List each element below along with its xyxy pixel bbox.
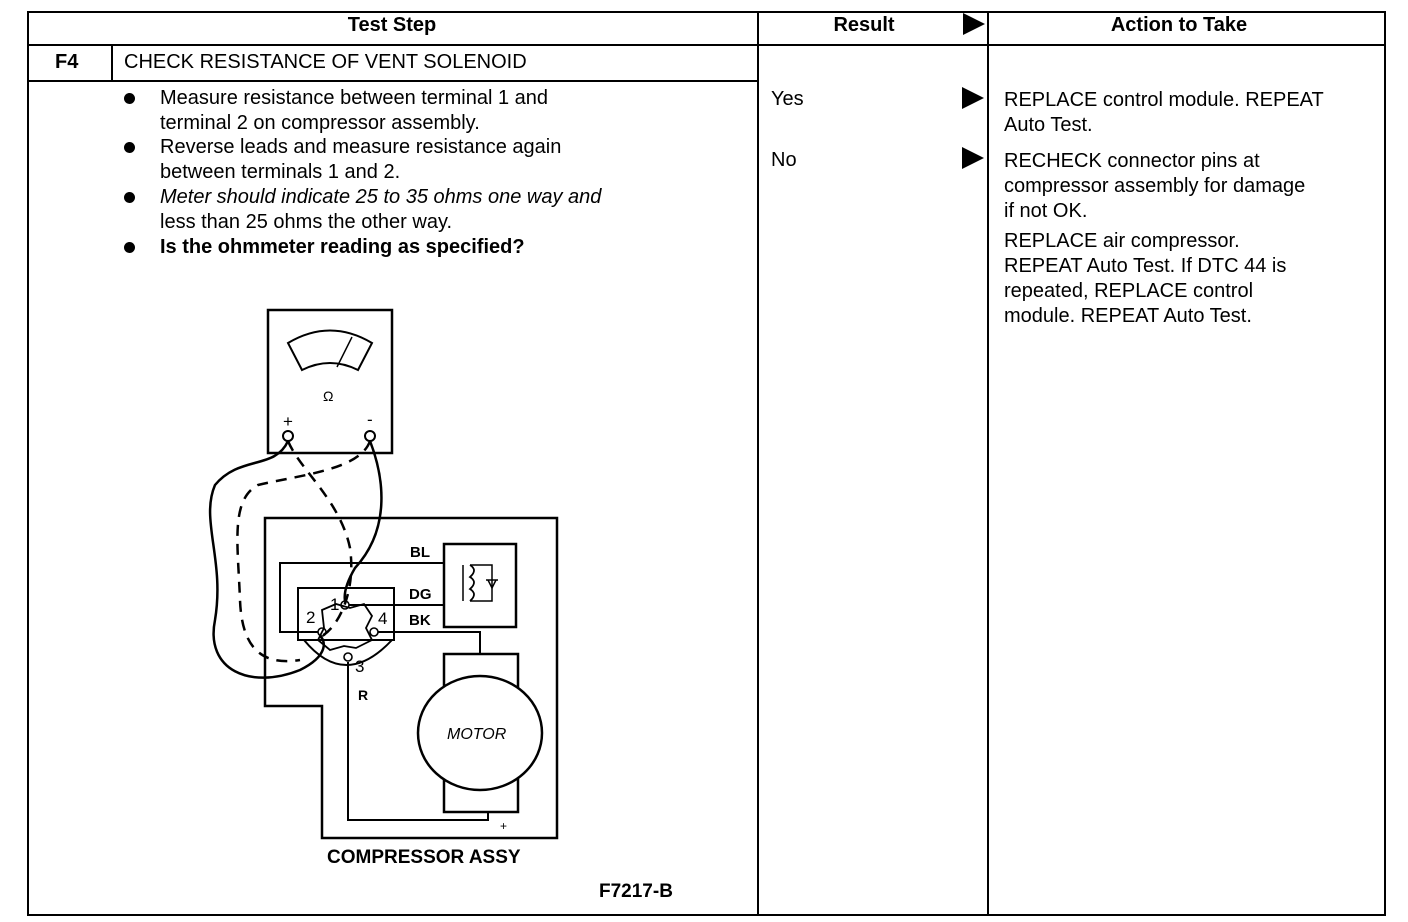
bullet-2-line-1: Reverse leads and measure resistance aga… [160,136,562,158]
divider-step-id [111,46,113,81]
diagram-caption: COMPRESSOR ASSY [327,847,521,868]
pin-4-label: 4 [378,609,387,628]
vent-solenoid [442,542,518,629]
action-no-1-line-2: compressor assembly for damage [1004,175,1306,197]
arrow-icon [963,13,985,35]
step-title: CHECK RESISTANCE OF VENT SOLENOID [124,51,527,73]
divider-result-action [987,11,989,916]
title-rule [27,80,758,82]
bullet-icon [124,93,135,104]
reversed-lead-minus [236,440,372,663]
procedure-table [27,11,1386,916]
motor-label: MOTOR [447,726,507,743]
compressor-housing [263,516,559,840]
action-yes-line-2: Auto Test. [1004,114,1093,136]
arrow-icon [962,147,984,169]
bullet-icon [124,142,135,153]
header-test-step: Test Step [347,14,437,36]
pin-3-label: 3 [355,657,364,676]
header-rule [27,44,1386,46]
arrow-icon [962,87,984,109]
meter-minus-terminal [364,430,376,442]
plus-label: + [283,412,293,431]
action-no-2-line-2: REPEAT Auto Test. If DTC 44 is [1004,255,1287,277]
bullet-2-line-2: between terminals 1 and 2. [160,161,401,183]
divider-step-result [757,11,759,916]
result-yes: Yes [771,88,804,110]
result-no: No [771,149,797,171]
test-lead-plus [208,440,326,679]
meter-symbol: Ω [323,388,333,404]
bullet-3-line-2: less than 25 ohms the other way. [160,211,453,233]
reversed-lead-plus [286,440,353,638]
header-action: Action to Take [1110,14,1248,36]
wiring-diagram: Ω + - BL DG BK R 1 2 3 4 MOTOR + [208,308,559,840]
motor-plus-label: + [500,819,507,833]
test-lead-minus [343,440,383,602]
pin-2-label: 2 [306,608,315,627]
minus-label: - [367,410,373,429]
motor [416,674,544,792]
action-no-1-line-1: RECHECK connector pins at [1004,150,1260,172]
ohmmeter [266,308,394,455]
pin-1-label: 1 [330,595,339,614]
action-no-2-line-4: module. REPEAT Auto Test. [1004,305,1252,327]
action-no-2-line-1: REPLACE air compressor. [1004,230,1240,252]
header-result: Result [833,14,895,36]
step-id: F4 [55,51,79,73]
bullet-1-line-1: Measure resistance between terminal 1 an… [160,87,548,109]
action-yes-line-1: REPLACE control module. REPEAT [1004,89,1324,111]
meter-plus-terminal [282,430,294,442]
wire-bl-label: BL [410,544,430,561]
figure-id: F7217-B [599,881,673,902]
action-no-2-line-3: repeated, REPLACE control [1004,280,1254,302]
meter-dial-icon [286,329,374,372]
bullet-4-question: Is the ohmmeter reading as specified? [160,236,525,258]
action-no-1-line-3: if not OK. [1004,200,1088,222]
wire-r-label: R [358,687,368,703]
wire-bk-label: BK [409,612,431,629]
bullet-icon [124,242,135,253]
wire-dg-label: DG [409,586,432,603]
bullet-1-line-2: terminal 2 on compressor assembly. [160,112,480,134]
bullet-3-line-1: Meter should indicate 25 to 35 ohms one … [160,186,602,208]
bullet-icon [124,192,135,203]
